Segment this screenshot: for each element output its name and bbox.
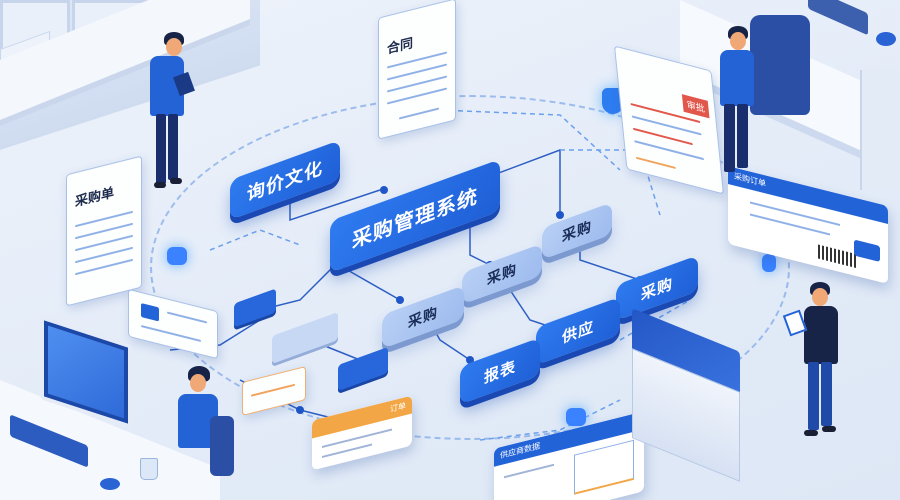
approval-tag: 审批: [681, 94, 710, 119]
office-chair: [750, 15, 810, 115]
document-printer[interactable]: [632, 308, 740, 482]
person-top-right: [718, 26, 764, 176]
purchase-form-document[interactable]: 采购单: [66, 155, 142, 307]
pen-holder: [140, 458, 158, 480]
drawer-cabinet: [860, 70, 900, 190]
data-table: [574, 439, 634, 495]
node-label: 采购: [408, 304, 438, 332]
node-label: 采购: [487, 261, 517, 289]
contract-title: 合同: [387, 35, 414, 58]
form-title: 采购单: [75, 185, 115, 211]
avatar-icon: [141, 303, 159, 322]
node-label: 采购: [640, 273, 673, 304]
contract-document[interactable]: 合同: [378, 0, 456, 140]
office-chair: [210, 416, 234, 476]
node-label: 报表: [483, 356, 516, 387]
person-desk-worker: [160, 366, 234, 476]
mouse-right: [876, 32, 896, 46]
node-label: 供应: [561, 316, 594, 347]
monitor-screen: [48, 325, 124, 419]
person-right: [782, 282, 840, 442]
data-cylinder-icon: [762, 254, 776, 272]
data-cylinder-icon: [167, 247, 187, 265]
data-cylinder-icon: [566, 408, 586, 426]
node-label: 采购: [562, 218, 592, 246]
mouse[interactable]: [100, 478, 120, 490]
person-top-left: [148, 32, 198, 192]
barcode: [818, 244, 858, 269]
workflow-orbit-ring: [150, 95, 790, 440]
